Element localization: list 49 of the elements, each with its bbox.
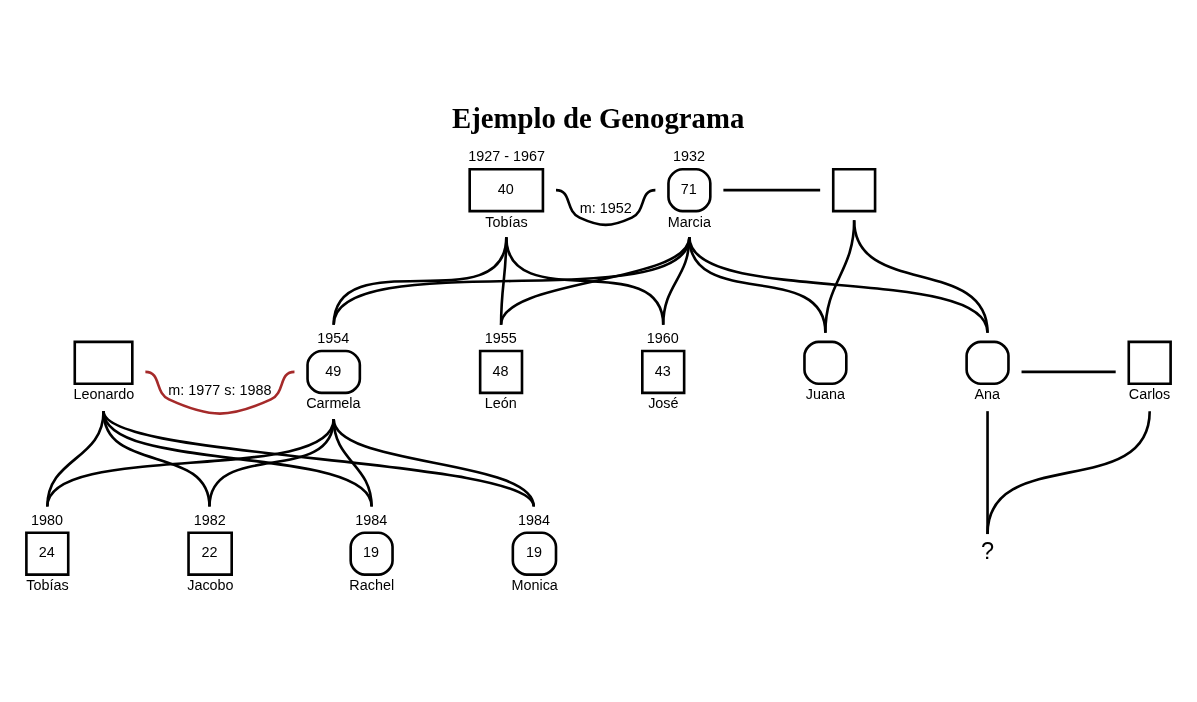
- connector: [723, 188, 821, 192]
- connector: [1021, 370, 1116, 374]
- node-label: Rachel: [349, 577, 395, 594]
- node-label: Leonardo: [73, 386, 135, 403]
- node-circle: [965, 340, 1010, 385]
- node-label: 1984: [355, 511, 388, 528]
- node-label: Tobías: [485, 213, 528, 230]
- node-box: 48: [478, 349, 524, 395]
- node-box: [1127, 340, 1172, 385]
- node-label: Carlos: [1128, 386, 1171, 403]
- node-label: Juana: [805, 386, 845, 403]
- node-box: 24: [25, 531, 70, 576]
- node-label: 1932: [673, 148, 706, 165]
- node-label: León: [484, 395, 517, 412]
- node-label: 1954: [317, 329, 350, 346]
- connector: [499, 236, 691, 326]
- node-box: [831, 167, 877, 213]
- edge-label: m: 1977 s: 1988: [168, 382, 272, 399]
- node-box: 40: [468, 167, 545, 213]
- connector: [332, 418, 373, 507]
- node-label: 1980: [30, 511, 63, 528]
- node-label: Marcia: [667, 213, 711, 230]
- connector: [332, 236, 691, 326]
- connector: [986, 410, 1151, 535]
- node-label: José: [648, 395, 679, 412]
- connector: [102, 410, 535, 508]
- connector: [102, 410, 373, 508]
- connector: [332, 418, 535, 508]
- node-label: Jacobo: [187, 577, 234, 594]
- node-box: 49: [306, 349, 362, 395]
- node-label: 1984: [518, 511, 551, 528]
- node-label: 1982: [193, 511, 226, 528]
- node-box: 22: [187, 531, 233, 576]
- node-label: Monica: [511, 577, 558, 594]
- node-label: 1955: [484, 329, 517, 346]
- node-box: 43: [641, 349, 686, 395]
- node-box: [73, 340, 134, 385]
- node-label: 1927 - 1967: [468, 148, 546, 165]
- node-label: Tobías: [26, 577, 69, 594]
- node-text: ?: [980, 538, 995, 565]
- node-label: 1960: [646, 329, 679, 346]
- connector: [145, 370, 295, 415]
- connector: [555, 188, 656, 227]
- node-circle: [803, 340, 848, 385]
- connector: [852, 220, 989, 333]
- edge-label: m: 1952: [579, 200, 632, 217]
- node-label: Ana: [974, 386, 1001, 403]
- node-label: Carmela: [306, 395, 361, 412]
- diagram-title: Ejemplo de Genograma: [452, 102, 745, 135]
